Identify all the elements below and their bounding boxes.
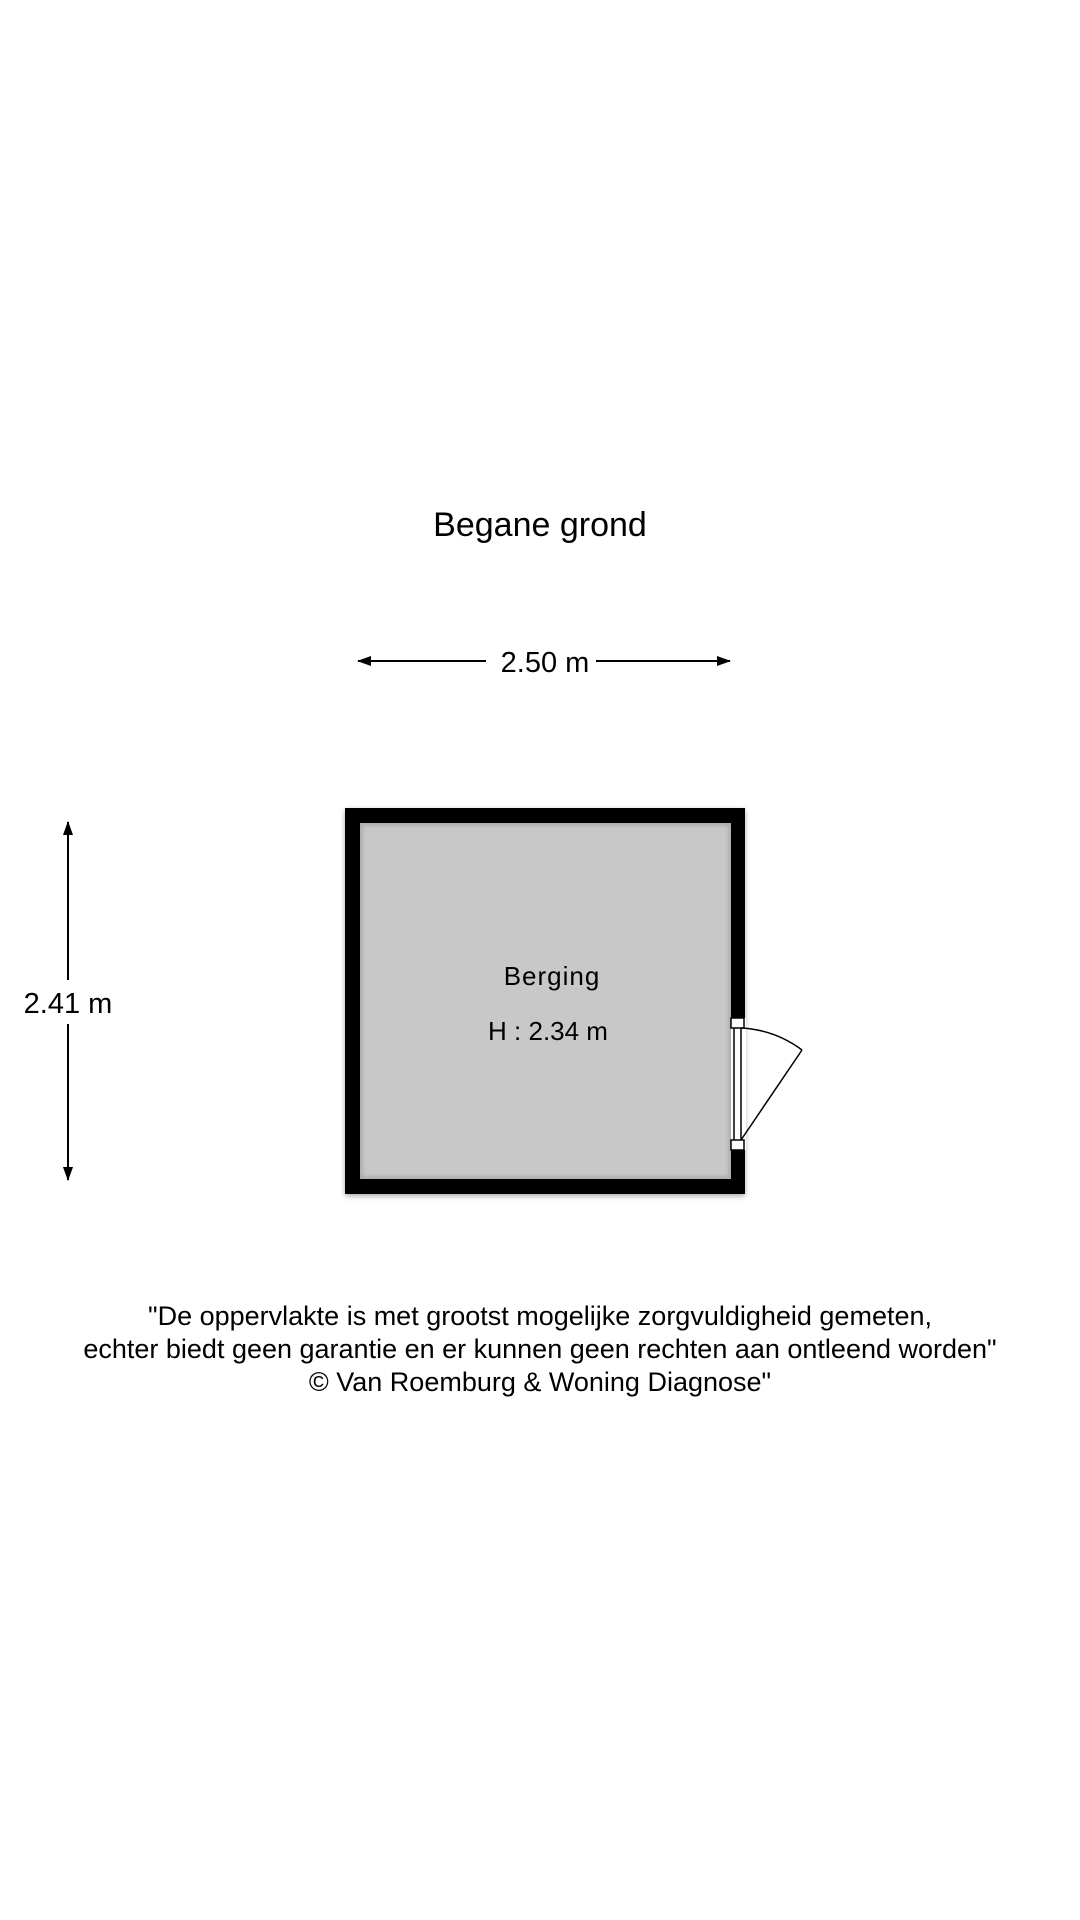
- depth-label: 2.41 m: [24, 988, 113, 1020]
- room-name: Berging: [504, 961, 601, 991]
- width-dimension: 2.50 m: [357, 647, 731, 679]
- door-jamb-top: [730, 1017, 745, 1029]
- disclaimer-line-2: echter biedt geen garantie en er kunnen …: [83, 1334, 997, 1364]
- room-floor: [360, 823, 731, 1179]
- disclaimer: "De oppervlakte is met grootst mogelijke…: [0, 1300, 1080, 1399]
- door-swing-arc: [740, 1027, 803, 1051]
- floor-title: Begane grond: [433, 506, 647, 544]
- width-label: 2.50 m: [501, 647, 590, 679]
- disclaimer-line-1: "De oppervlakte is met grootst mogelijke…: [148, 1301, 932, 1331]
- floor-edge-shade: [358, 821, 733, 1181]
- room-berging: Berging H : 2.34 m: [345, 808, 803, 1194]
- disclaimer-line-3: © Van Roemburg & Woning Diagnose": [308, 1367, 772, 1397]
- door-jamb-bottom: [730, 1139, 745, 1151]
- room-height: H : 2.34 m: [488, 1016, 608, 1046]
- door-leaf: [740, 1049, 803, 1141]
- depth-dimension: 2.41 m: [24, 821, 113, 1181]
